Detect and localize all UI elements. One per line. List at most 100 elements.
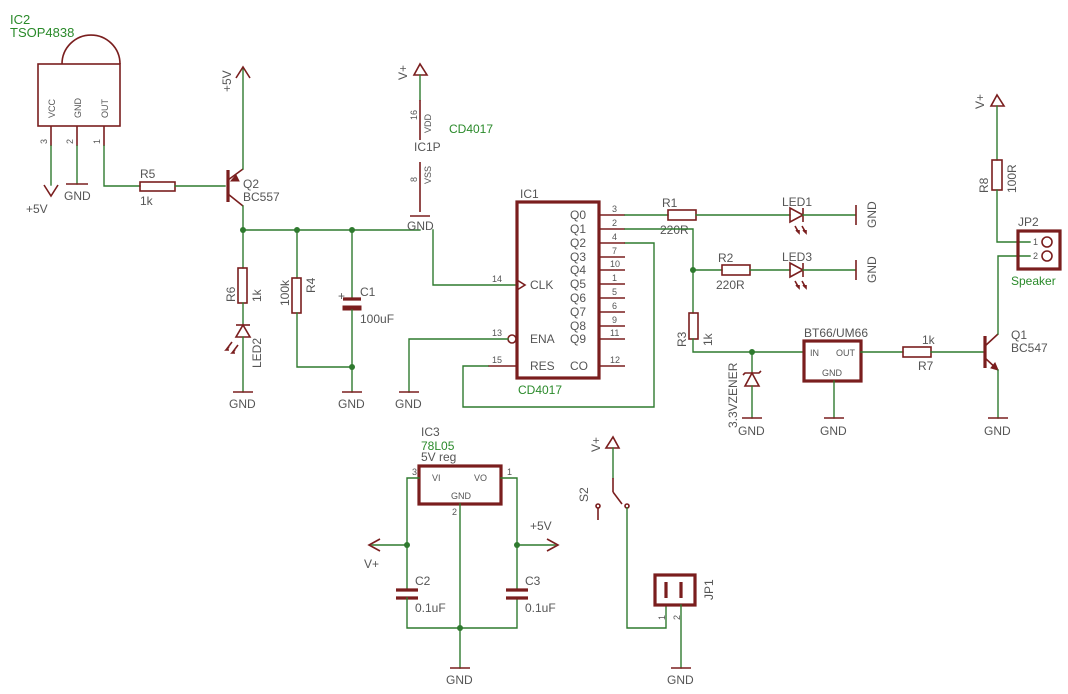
bt66-ref-label: BT66/UM66 <box>804 326 868 340</box>
vplus-triangle-s2 <box>604 435 621 449</box>
s2-vplus-label: V+ <box>589 437 603 452</box>
ic3-pin-3-number: 3 <box>412 467 417 477</box>
ic3-gnd-pin-label: GND <box>451 491 472 501</box>
jp2-pin-2-number: 2 <box>1033 251 1038 261</box>
q1-part-label: BC547 <box>1011 341 1048 355</box>
ic1-pin-co-label: CO <box>570 359 588 373</box>
power-arrow-5v-q2 <box>235 65 251 79</box>
ic2-tsop4838: VCC GND OUT 3 2 1 IC2 TSOP4838 <box>10 12 121 146</box>
ic1-pin-5-number: 5 <box>612 287 617 297</box>
ic1-pin-10-number: 10 <box>610 259 620 269</box>
r3-ref-label: R3 <box>675 331 689 347</box>
c3-value-label: 0.1uF <box>525 601 556 615</box>
r6-ref-label: R6 <box>224 286 238 302</box>
ic3-gnd-label: GND <box>446 673 473 687</box>
ic1p-pin-16-number: 16 <box>409 110 419 120</box>
ic1p-part-label: CD4017 <box>449 122 493 136</box>
ic1-pin-q5-label: Q5 <box>570 277 586 291</box>
capacitor-c3 <box>506 588 528 600</box>
led1-ref-label: LED1 <box>782 195 812 209</box>
vplus-arrow-ic3 <box>367 538 381 552</box>
ic3-5v-label: +5V <box>530 519 552 533</box>
transistor-q2 <box>226 168 244 207</box>
ic1-pin-11-number: 11 <box>610 328 619 338</box>
r7-ref-label: R7 <box>918 359 934 373</box>
ic3-part-label: 78L05 <box>421 439 455 453</box>
ic1p-ref-label: IC1P <box>414 140 441 154</box>
jp2-pin-2 <box>1041 250 1053 262</box>
ic2-ref-label: IC2 <box>10 12 30 27</box>
ic1-pin-q0-label: Q0 <box>570 208 586 222</box>
ir-receiver-dome <box>61 34 121 65</box>
resistor-r4 <box>291 277 302 314</box>
c1-ref-label: C1 <box>360 285 376 299</box>
ic1-pin-q8-label: Q8 <box>570 319 586 333</box>
bt66-gnd-label: GND <box>820 424 847 438</box>
r5-ref-label: R5 <box>140 167 156 181</box>
ic1-pin-q1-label: Q1 <box>570 222 586 236</box>
ic1-part-label: CD4017 <box>518 383 562 397</box>
ic1-pin-res-label: RES <box>530 359 555 373</box>
ic2-pin-out-label: OUT <box>100 99 110 119</box>
jp2-speaker-label: Speaker <box>1011 274 1056 288</box>
c1-gnd-label: GND <box>338 397 365 411</box>
clk-clock-marker <box>516 279 527 291</box>
ic2-pin-vcc-label: VCC <box>47 98 57 118</box>
ic2-pin-3-number: 3 <box>39 139 49 144</box>
ic2-body <box>37 63 121 127</box>
power-arrow-5v-ic3 <box>546 538 560 552</box>
led2-symbol <box>224 323 252 354</box>
ic1-pin-6-number: 6 <box>612 301 617 311</box>
transistor-q1 <box>983 333 999 371</box>
ic3-desc-label: 5V reg <box>421 450 456 464</box>
resistor-r5 <box>139 181 176 192</box>
ic3-vplus-label: V+ <box>364 557 379 571</box>
r8-vplus-label: V+ <box>973 94 987 109</box>
jp1-gnd-label: GND <box>667 673 694 687</box>
zener-value-label: 3.3VZENER <box>726 362 740 428</box>
led3-ref-label: LED3 <box>782 250 812 264</box>
r8-value-label: 100R <box>1005 164 1019 193</box>
jp2-speaker-connector <box>1016 229 1062 271</box>
ic2-gnd-label: GND <box>64 189 91 203</box>
jp2-pin-1 <box>1041 236 1053 248</box>
resistor-r8 <box>991 159 1003 191</box>
jp2-pin-1-number: 1 <box>1033 237 1038 247</box>
vplus-triangle-r8 <box>989 93 1006 107</box>
ic1-pin-9-number: 9 <box>612 315 617 325</box>
capacitor-c2 <box>396 588 418 600</box>
ic1-pin-q2-label: Q2 <box>570 236 586 250</box>
r1-ref-label: R1 <box>662 196 678 210</box>
r7-value-label: 1k <box>922 333 936 347</box>
bt66-gnd-pin-label: GND <box>822 368 843 378</box>
led3-gnd-label: GND <box>865 256 879 283</box>
ic2-part-label: TSOP4838 <box>10 25 74 40</box>
ic1p-pin-8-number: 8 <box>409 177 419 182</box>
ic1-pin-q3-label: Q3 <box>570 250 586 264</box>
jp1-pin-1-number: 1 <box>657 615 667 620</box>
s2-ref-label: S2 <box>577 487 591 502</box>
ic3-vi-label: VI <box>432 473 441 483</box>
r4-value-label: 100k <box>278 279 292 306</box>
ic1-pin-4-number: 4 <box>612 232 617 242</box>
c1-polarity-mark: + <box>338 289 345 303</box>
resistor-r6 <box>237 267 248 304</box>
r1-value-label: 220R <box>660 223 689 237</box>
jp1-ref-label: JP1 <box>702 579 716 600</box>
c2-value-label: 0.1uF <box>415 601 446 615</box>
bt66-in-label: IN <box>810 348 819 358</box>
ic1-pin-15-number: 15 <box>492 355 502 365</box>
q2-emitter-5v-label: +5V <box>220 70 234 92</box>
ic1-pin-13-number: 13 <box>492 328 502 338</box>
r6-value-label: 1k <box>250 288 264 302</box>
r5-value-label: 1k <box>140 194 154 208</box>
c3-ref-label: C3 <box>525 574 541 588</box>
ic1p-gnd-label: GND <box>407 219 434 233</box>
led2-gnd-label: GND <box>229 397 256 411</box>
ic1p-vdd-label: VDD <box>423 113 433 133</box>
ic1-ref-label: IC1 <box>520 187 539 201</box>
ic2-vcc-5v-label: +5V <box>26 202 48 216</box>
ic1-pin-14-number: 14 <box>492 274 502 284</box>
ic3-pin-2-number: 2 <box>452 507 457 517</box>
